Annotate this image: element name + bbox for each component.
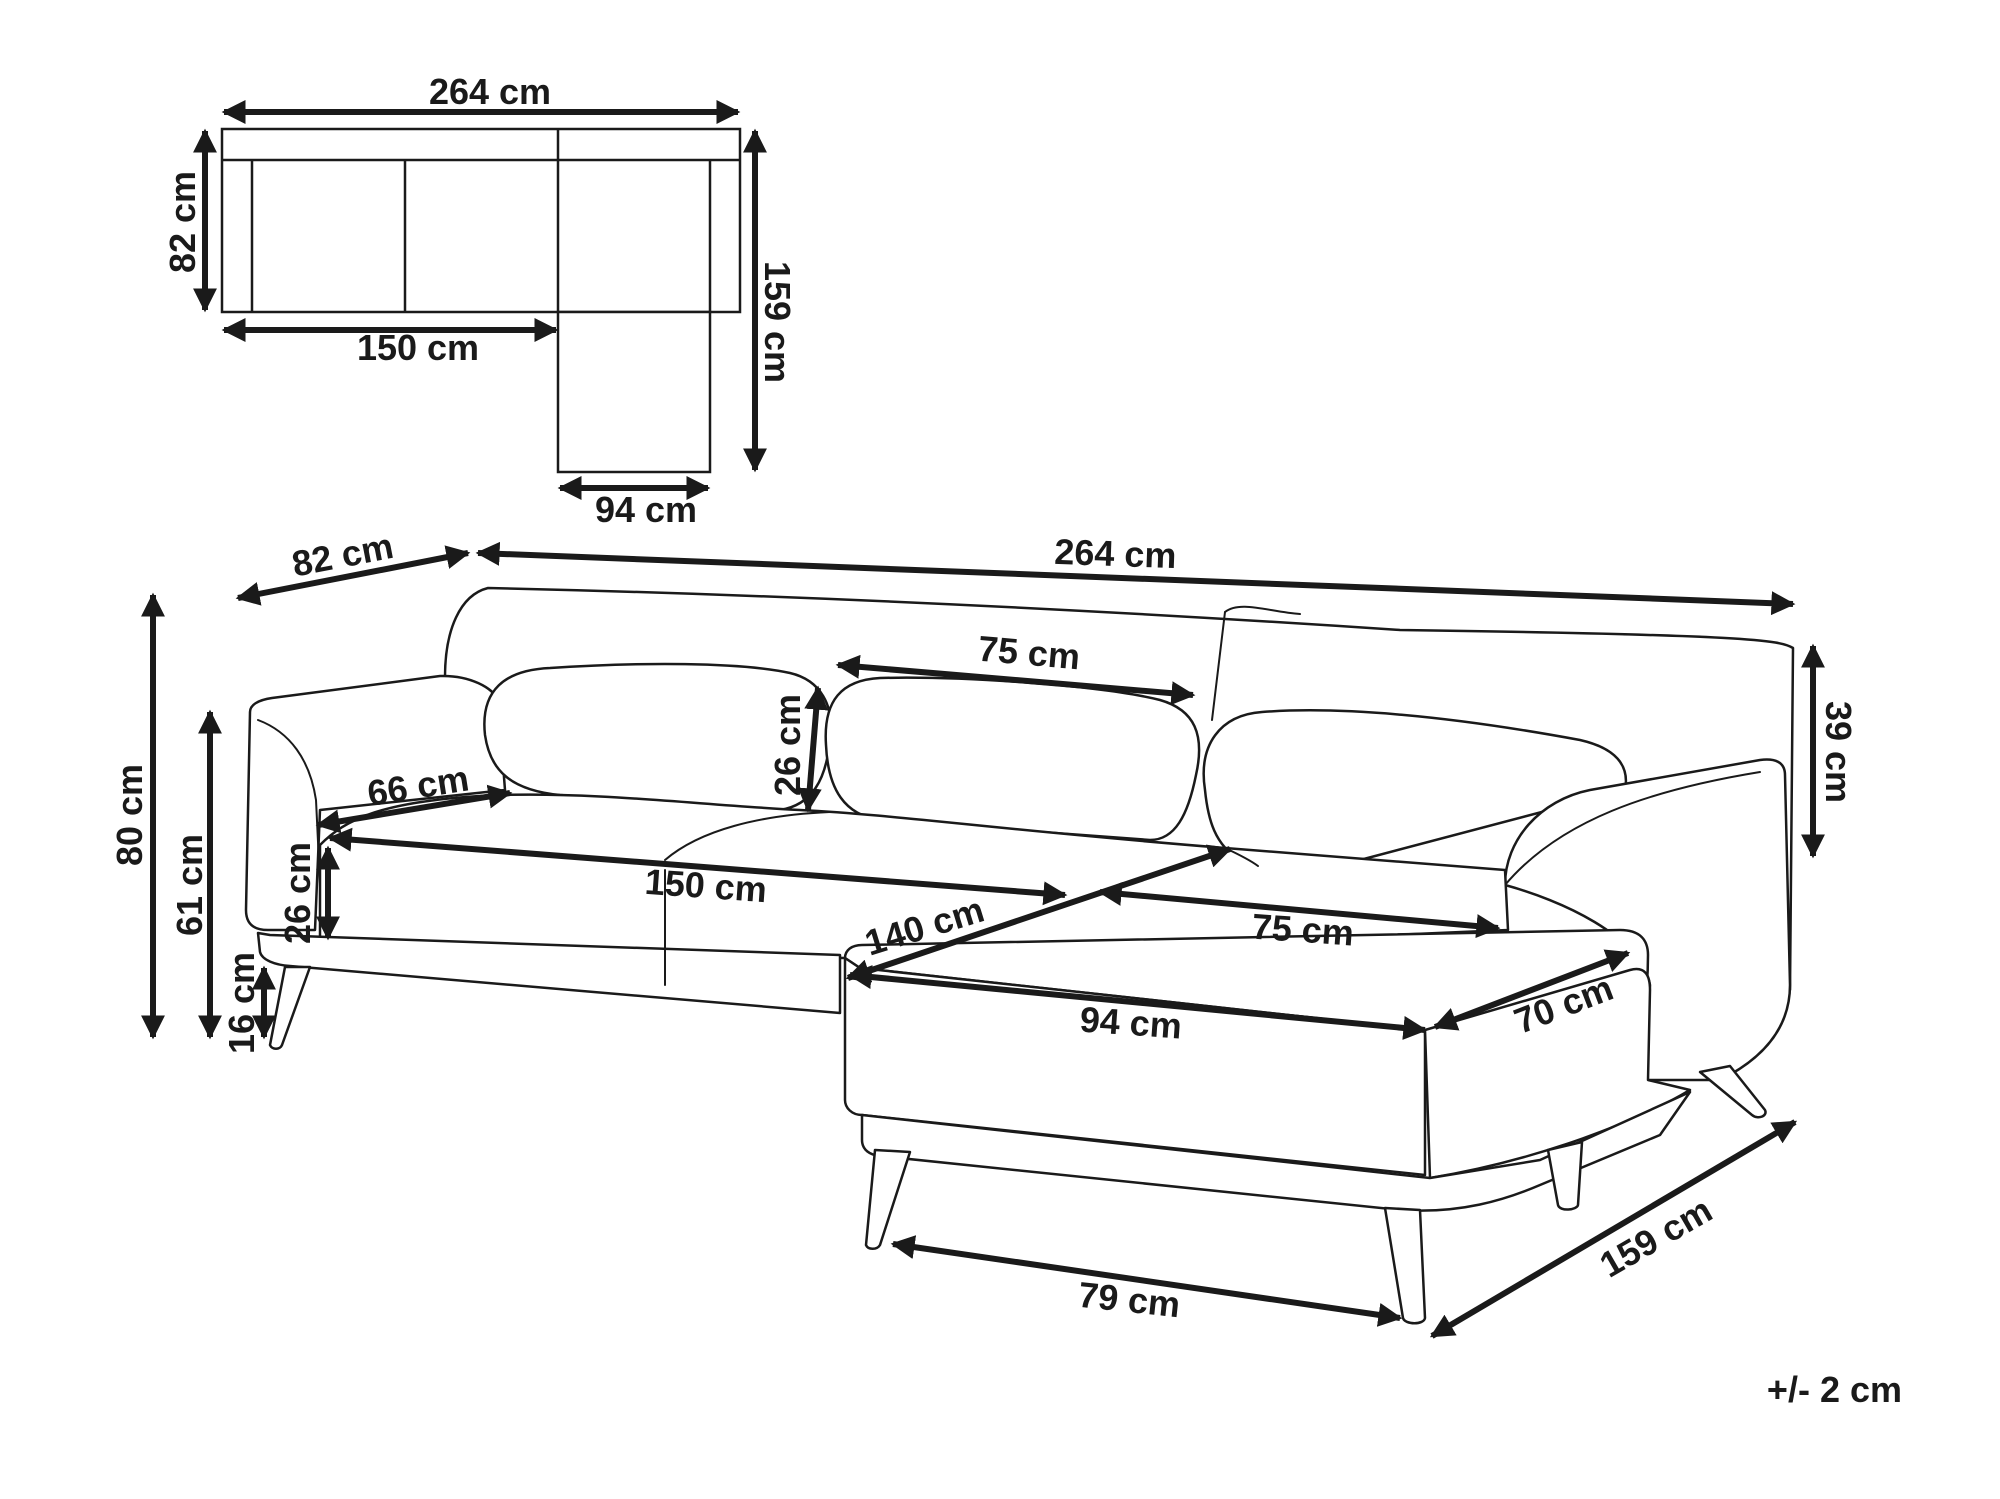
tolerance-note: +/- 2 cm	[1767, 1369, 1902, 1410]
leg-chaise-back	[1546, 1140, 1584, 1211]
plan-width-label: 264 cm	[429, 71, 551, 112]
plan-total-depth-label: 159 cm	[757, 261, 798, 383]
depth-arrow	[235, 545, 471, 606]
seat-width-label: 150 cm	[644, 861, 769, 910]
seat-cushion-height-label: 26 cm	[277, 842, 318, 944]
sofa-drawing	[244, 586, 1795, 1325]
plan-outline	[220, 127, 742, 474]
seat-depth-arrow	[315, 784, 513, 834]
total-width-arrow	[475, 541, 1796, 616]
plan-depth-label: 82 cm	[162, 171, 203, 273]
leg-height-label: 16 cm	[221, 952, 262, 1054]
cushion-height-label: 26 cm	[767, 694, 808, 796]
leg-chaise-front-right	[1383, 1206, 1427, 1325]
chaise-length-arrow	[845, 844, 1233, 983]
cushion-height-arrow	[797, 685, 829, 813]
plan-chaise-width-label: 94 cm	[595, 489, 697, 530]
chaise-seat-depth-arrow	[1432, 949, 1631, 1031]
leg-spacing-arrow	[890, 1235, 1403, 1327]
armrest-height-label: 61 cm	[169, 834, 210, 936]
chaise-front-width-arrow	[847, 965, 1428, 1040]
plan-view: 264 cm 82 cm 150 cm 159 cm 94 cm	[162, 71, 798, 530]
chaise-front-width-label: 94 cm	[1079, 999, 1184, 1047]
backrest-height-label: 39 cm	[1818, 701, 1859, 803]
chaise-seat-width-arrow	[1097, 881, 1501, 939]
plan-sofa-width-label: 150 cm	[357, 327, 479, 368]
total-height-label: 80 cm	[109, 764, 150, 866]
leg-right-back	[1698, 1064, 1767, 1119]
chaise-seat-width-label: 75 cm	[1251, 906, 1356, 954]
leg-left	[268, 965, 312, 1050]
sofa-base	[256, 931, 842, 1015]
cushion-width-arrow	[835, 654, 1196, 706]
cushion-width-label: 75 cm	[976, 628, 1081, 678]
chaise-total-depth-arrow	[1429, 1119, 1798, 1339]
total-width-label: 264 cm	[1054, 531, 1177, 576]
leg-chaise-front-left	[864, 1148, 912, 1250]
